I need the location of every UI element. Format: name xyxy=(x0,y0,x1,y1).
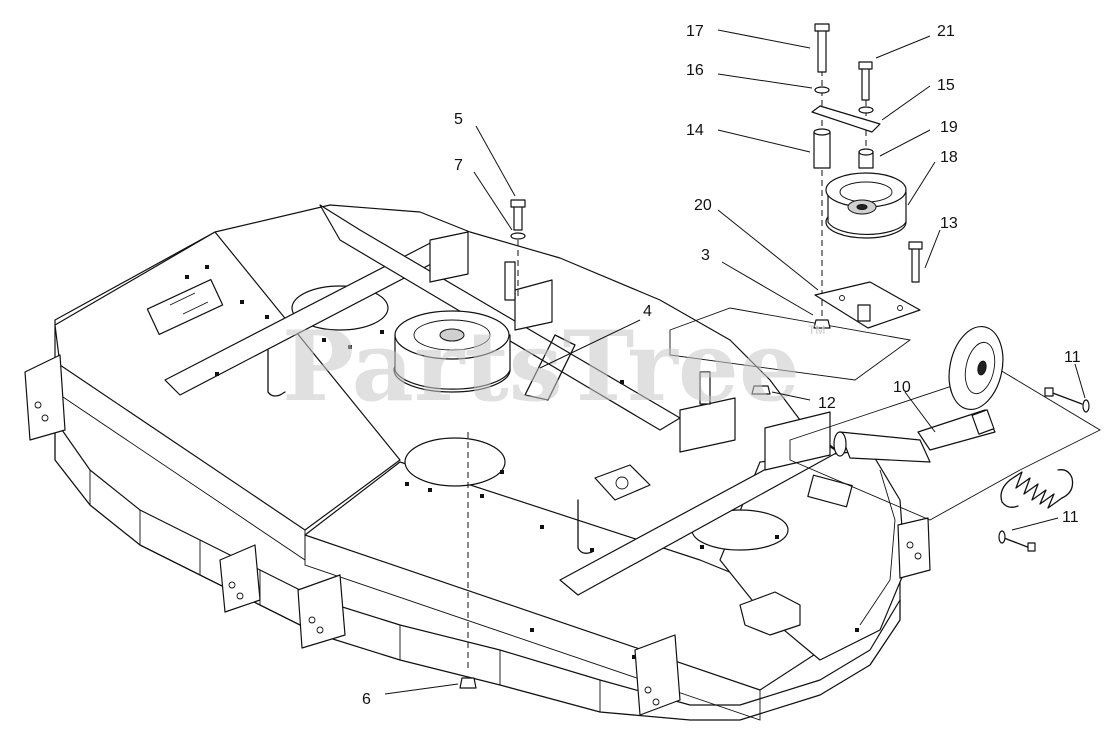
mower-deck xyxy=(24,204,931,721)
callout-13: 13 xyxy=(940,215,958,232)
idler-assembly xyxy=(669,23,923,395)
callout-11-bottom: 11 xyxy=(1062,509,1079,526)
callout-4: 4 xyxy=(643,303,652,320)
tension-arm-assembly xyxy=(789,325,1101,552)
callout-7: 7 xyxy=(454,157,463,174)
callout-19: 19 xyxy=(940,119,958,136)
callout-20: 20 xyxy=(694,197,712,214)
callout-6: 6 xyxy=(362,691,371,708)
callout-16: 16 xyxy=(686,62,704,79)
leader-lines xyxy=(384,29,1086,695)
spring xyxy=(1000,469,1074,509)
watermark-trademark: TM xyxy=(808,323,825,337)
callout-21: 21 xyxy=(937,23,955,40)
callout-12: 12 xyxy=(818,395,836,412)
callout-14: 14 xyxy=(686,122,704,139)
callout-15: 15 xyxy=(937,77,955,94)
callout-10: 10 xyxy=(893,379,911,396)
callout-11-top: 11 xyxy=(1064,349,1081,366)
callout-18: 18 xyxy=(940,149,958,166)
watermark-text: PartsTree xyxy=(282,310,800,423)
callout-5: 5 xyxy=(454,111,463,128)
callout-labels: 17 21 16 15 14 19 18 13 20 3 5 7 4 12 10… xyxy=(362,23,1081,708)
deck-hardware xyxy=(459,199,526,689)
callout-17: 17 xyxy=(686,23,704,40)
watermark: PartsTree TM xyxy=(282,310,825,423)
callout-3: 3 xyxy=(701,247,710,264)
